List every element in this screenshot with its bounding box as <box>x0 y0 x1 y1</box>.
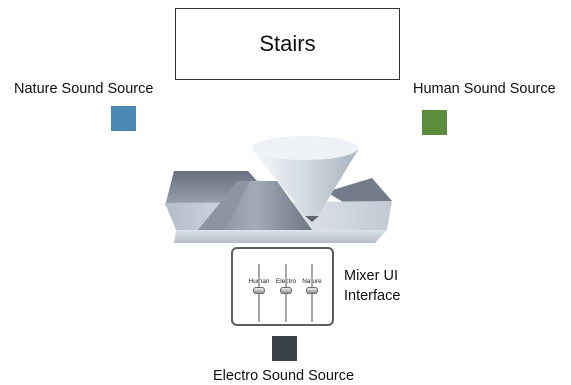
nature-source-label: Nature Sound Source <box>14 81 154 97</box>
fader-knob-human[interactable] <box>253 286 265 294</box>
stairs-box: Stairs <box>175 8 400 80</box>
mixer-panel: Human Electro Nature <box>231 247 334 326</box>
mixer-caption: Mixer UI Interface <box>344 266 400 306</box>
pyramid-shade <box>198 181 250 230</box>
mixer-channel-electro: Electro <box>274 249 298 324</box>
nature-source-swatch <box>111 106 136 131</box>
fader-knob-nature[interactable] <box>306 286 318 294</box>
mixer-caption-line2: Interface <box>344 288 401 304</box>
cone-tip <box>305 216 319 222</box>
electro-source-label: Electro Sound Source <box>213 368 355 384</box>
mixer-channel-human: Human <box>247 249 271 324</box>
human-source-label: Human Sound Source <box>413 81 556 97</box>
mixer-caption-line1: Mixer UI <box>344 268 398 284</box>
human-source-swatch <box>422 110 447 135</box>
electro-source-swatch <box>272 336 297 361</box>
stairs-label: Stairs <box>259 31 316 56</box>
fader-knob-electro[interactable] <box>280 286 292 294</box>
back-wall-right <box>326 178 392 206</box>
cone-top <box>252 136 358 160</box>
front-face <box>174 230 387 243</box>
mixer-channel-nature: Nature <box>300 249 324 324</box>
